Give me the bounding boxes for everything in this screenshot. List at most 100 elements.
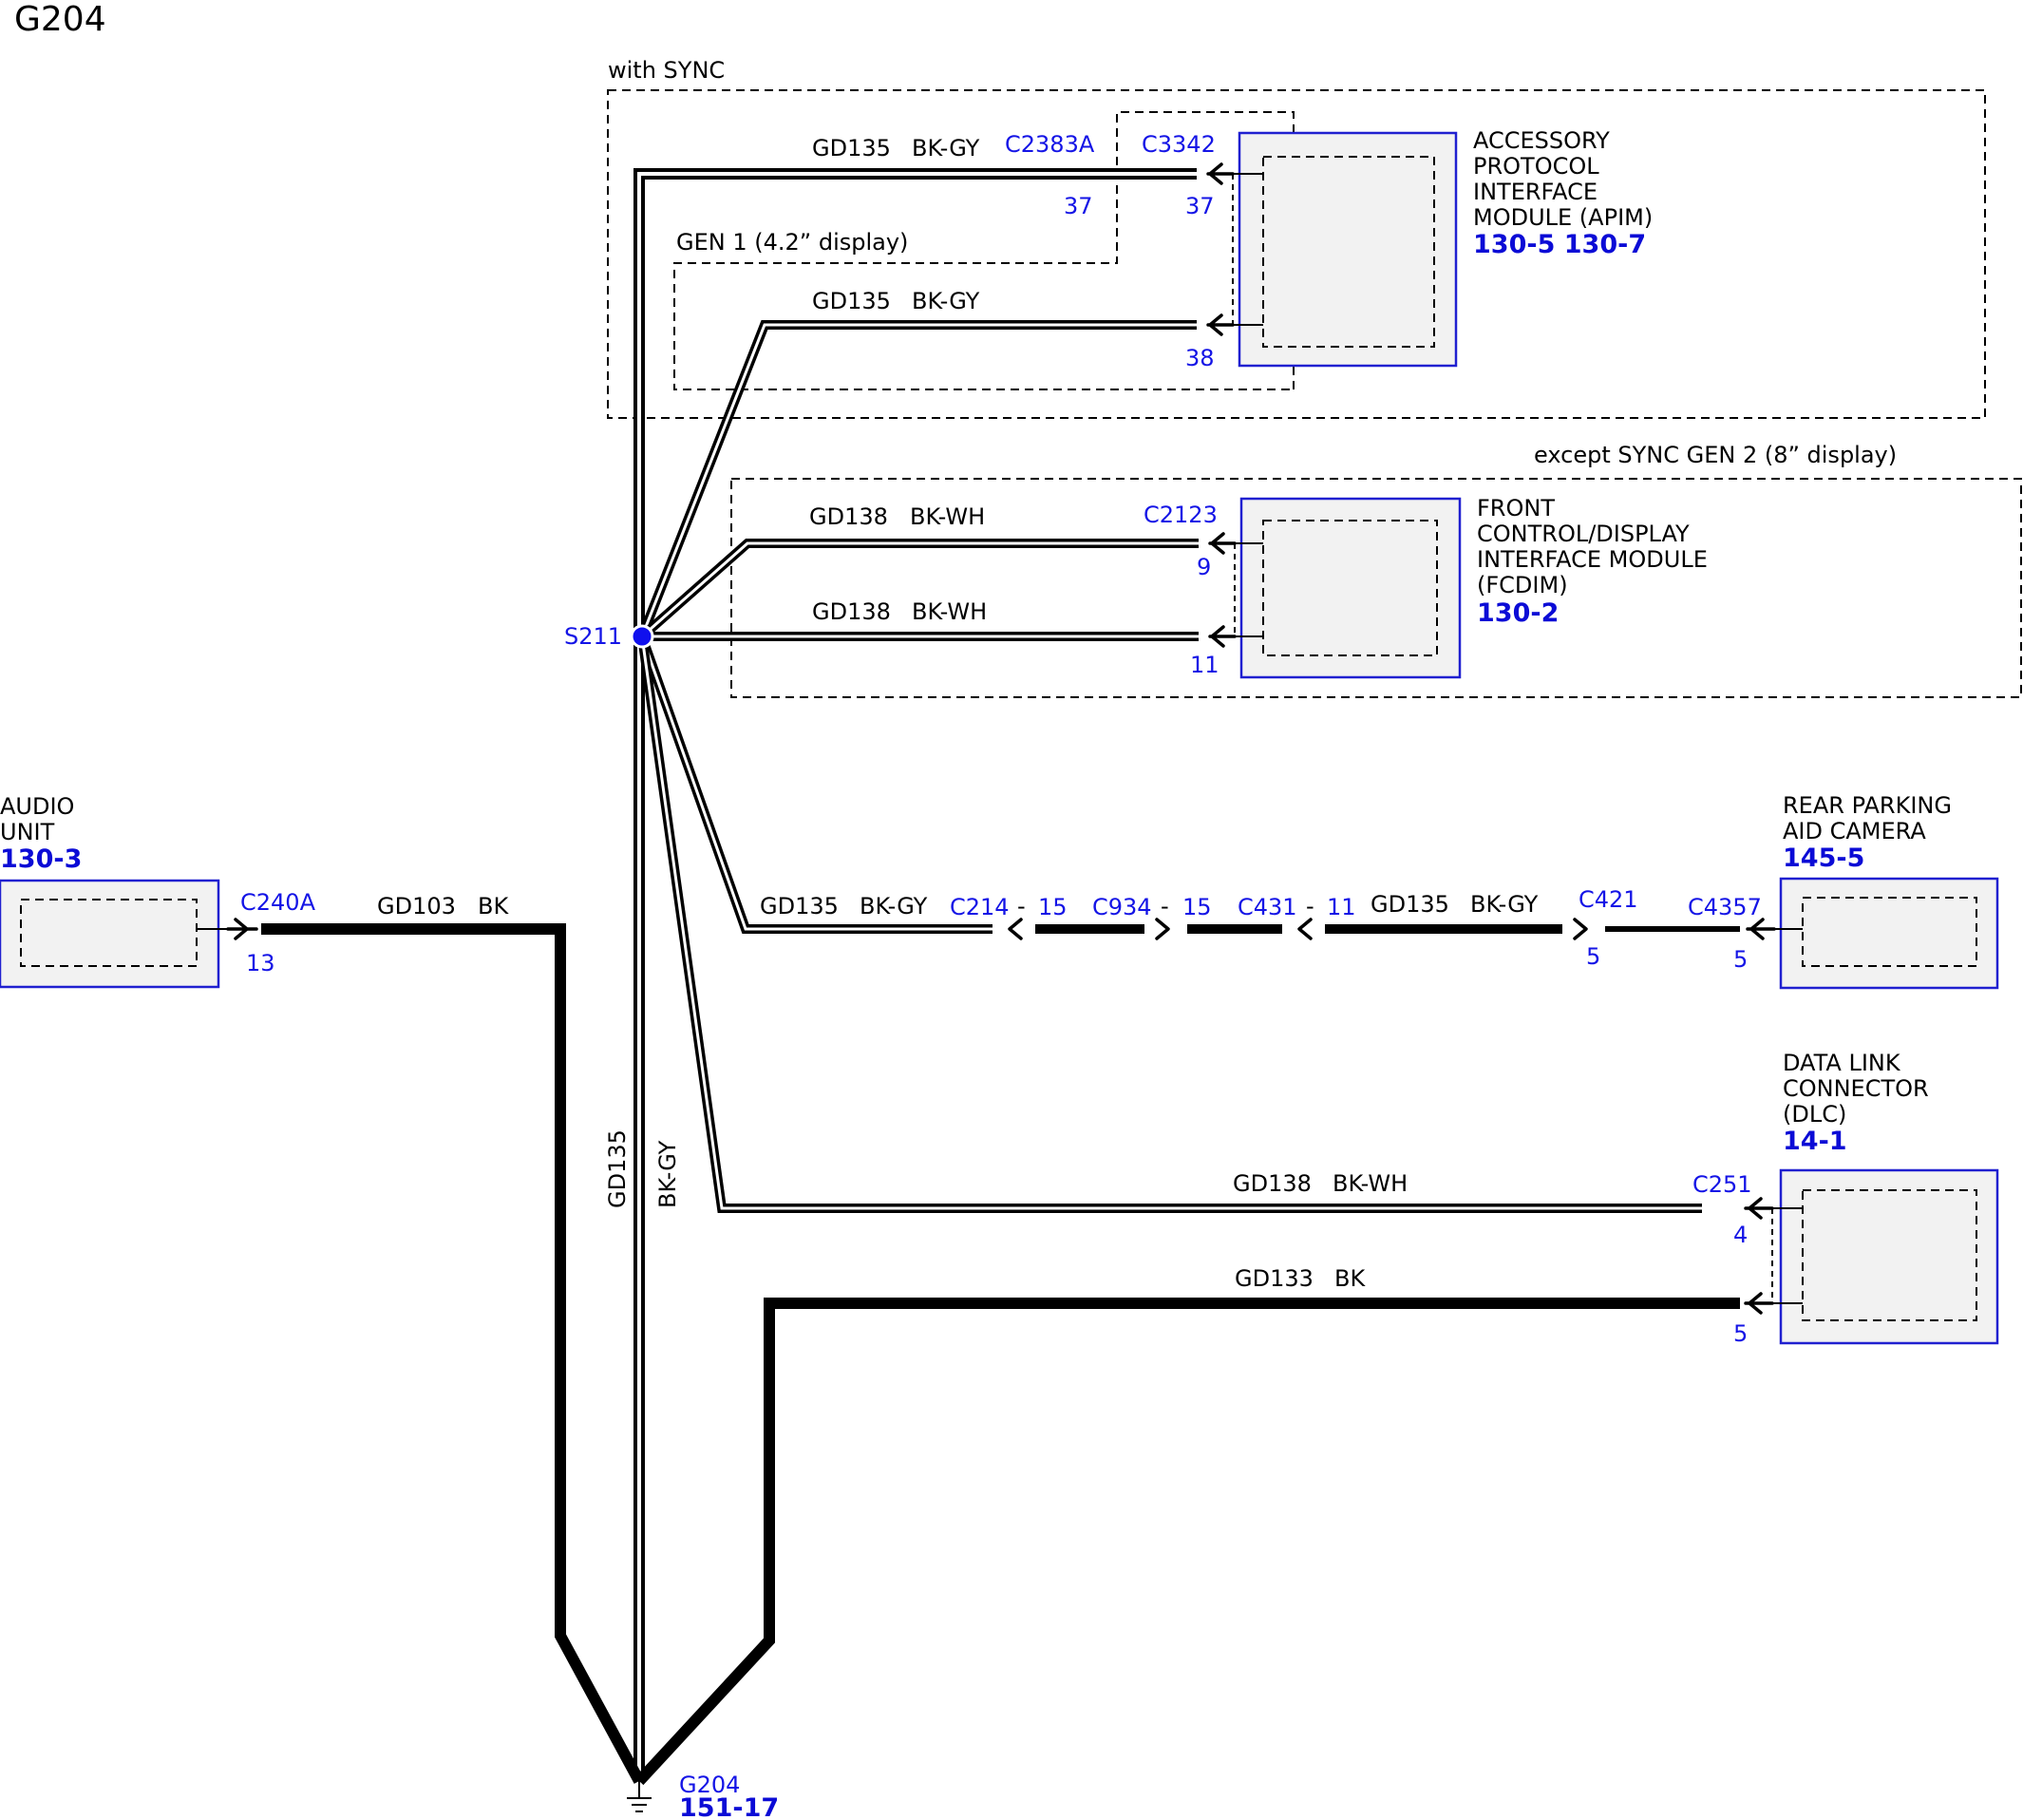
- wire-gd138-dlc-4[interactable]: [637, 635, 1702, 1213]
- wire-gd135-camera-segment[interactable]: [637, 635, 993, 934]
- connector-c2123-pin9-terminal: [1208, 532, 1237, 555]
- fcdim-name-line-3: INTERFACE MODULE: [1477, 546, 1708, 573]
- connector-c2123-label[interactable]: C2123: [1144, 502, 1218, 528]
- rear-camera-module[interactable]: [1774, 877, 1999, 990]
- connector-c934-terminal: [1155, 918, 1170, 940]
- frame-except-sync-gen2: except SYNC GEN 2 (8” display): [730, 442, 2022, 698]
- wire-label-gd133: GD133: [1235, 1265, 1314, 1292]
- frame-c3342: GEN 1 (4.2” display): [673, 111, 1295, 390]
- wire-label-bkwh-b: BK-WH: [912, 598, 987, 625]
- connector-c3342-label[interactable]: C3342: [1142, 131, 1216, 158]
- wire-label-gd135-vertical: GD135: [604, 1129, 631, 1208]
- connector-c3342-pin37-terminal: [1206, 162, 1235, 185]
- connector-c934-label[interactable]: C934: [1092, 894, 1152, 920]
- wire-gd135-apim-37[interactable]: [633, 168, 1197, 1781]
- wire-label-bkgy-d: BK-GY: [1470, 891, 1539, 918]
- wire-gd133-dlc-5[interactable]: [634, 1298, 1740, 1786]
- pin-c2383a-37: 37: [1064, 193, 1093, 219]
- ground-g204-ref[interactable]: 151-17: [679, 1793, 779, 1820]
- connector-c431-label[interactable]: C431: [1238, 894, 1297, 920]
- pin-c214-15: 15: [1038, 894, 1068, 920]
- connector-c240a-label[interactable]: C240A: [240, 889, 316, 916]
- ground-g204-symbol[interactable]: [627, 1781, 652, 1812]
- connector-c251-label[interactable]: C251: [1692, 1171, 1752, 1198]
- connector-c214-terminal: [1008, 918, 1023, 940]
- fcdim-name-line-1: FRONT: [1477, 495, 1555, 521]
- audio-unit-module[interactable]: [0, 879, 228, 989]
- frame-gen1-label: GEN 1 (4.2” display): [676, 229, 908, 256]
- dlc-ref[interactable]: 14-1: [1783, 1127, 1847, 1156]
- connector-c214-label[interactable]: C214: [950, 894, 1010, 920]
- fcdim-name-line-4: (FCDIM): [1477, 572, 1568, 598]
- wire-label-gd138-b: GD138: [812, 598, 891, 625]
- pin-c421-5: 5: [1586, 943, 1600, 970]
- pin-c251-5: 5: [1733, 1320, 1748, 1347]
- pin-c2123-11: 11: [1190, 652, 1219, 678]
- wire-label-gd135-d: GD135: [1371, 891, 1449, 918]
- apim-name-line-2: PROTOCOL: [1473, 153, 1599, 180]
- wire-label-bkgy-c: BK-GY: [860, 893, 928, 919]
- pin-c4357-5: 5: [1733, 946, 1748, 973]
- wire-label-gd103: GD103: [377, 893, 456, 919]
- wire-label-gd135-a: GD135: [812, 135, 891, 161]
- camera-ref[interactable]: 145-5: [1783, 844, 1864, 873]
- connector-c421-terminal: [1573, 918, 1588, 940]
- wire-label-bkwh-c: BK-WH: [1333, 1170, 1408, 1197]
- apim-name-line-1: ACCESSORY: [1473, 127, 1610, 154]
- audio-ref[interactable]: 130-3: [0, 844, 82, 874]
- pin-c3342-37: 37: [1185, 193, 1215, 219]
- connector-c240a-terminal: [226, 918, 258, 940]
- dlc-name-line-1: DATA LINK: [1783, 1050, 1901, 1076]
- fcdim-ref[interactable]: 130-2: [1477, 598, 1559, 628]
- fcdim-name-line-2: CONTROL/DISPLAY: [1477, 521, 1690, 547]
- audio-name-line-2: UNIT: [0, 819, 55, 845]
- wire-label-bkgy-vertical: BK-GY: [654, 1140, 681, 1208]
- inline-dash-3: -: [1306, 893, 1314, 919]
- pin-c251-4: 4: [1733, 1222, 1748, 1248]
- pin-c3342-38: 38: [1185, 345, 1215, 371]
- wire-label-bkgy-b: BK-GY: [912, 288, 980, 314]
- pin-c2123-9: 9: [1197, 554, 1211, 580]
- wire-gd135-apim-38[interactable]: [637, 320, 1197, 638]
- frame-with-sync-label: with SYNC: [608, 57, 725, 84]
- pin-c240a-13: 13: [246, 950, 275, 976]
- fcdim-module[interactable]: [1234, 497, 1462, 679]
- wire-label-gd138-a: GD138: [809, 503, 888, 530]
- connector-c4357-terminal: [1746, 918, 1776, 940]
- apim-module[interactable]: [1232, 131, 1458, 368]
- wire-label-gd135-c: GD135: [760, 893, 839, 919]
- apim-ref[interactable]: 130-5 130-7: [1473, 230, 1646, 259]
- wire-gd138-fcdim-9[interactable]: [638, 539, 1199, 640]
- camera-name-line-2: AID CAMERA: [1783, 818, 1926, 844]
- connector-c3342-pin38-terminal: [1206, 313, 1235, 336]
- frame-with-sync: with SYNC: [607, 57, 1986, 419]
- dlc-module[interactable]: [1771, 1168, 1999, 1345]
- wire-label-bkwh-a: BK-WH: [910, 503, 985, 530]
- connector-c431-terminal: [1297, 918, 1313, 940]
- connector-c2123-pin11-terminal: [1208, 625, 1237, 648]
- connector-c251-pin4-terminal: [1744, 1197, 1774, 1220]
- camera-name-line-1: REAR PARKING: [1783, 792, 1952, 819]
- frame-except-sync-gen2-label: except SYNC GEN 2 (8” display): [1534, 442, 1897, 468]
- apim-name-line-3: INTERFACE: [1473, 179, 1598, 205]
- wire-label-bkgy-a: BK-GY: [912, 135, 980, 161]
- connector-c251-pin5-terminal: [1744, 1292, 1774, 1315]
- wire-label-gd138-c: GD138: [1233, 1170, 1312, 1197]
- wire-label-gd135-b: GD135: [812, 288, 891, 314]
- audio-name-line-1: AUDIO: [0, 793, 74, 820]
- inline-dash-2: -: [1161, 893, 1169, 919]
- wire-gd103-audio[interactable]: [261, 923, 645, 1784]
- connector-c4357-label[interactable]: C4357: [1688, 894, 1762, 920]
- dlc-name-line-3: (DLC): [1783, 1101, 1846, 1128]
- connector-c421-label[interactable]: C421: [1579, 886, 1638, 913]
- connector-c2383a-label[interactable]: C2383A: [1005, 131, 1095, 158]
- inline-dash-1: -: [1017, 893, 1026, 919]
- apim-name-line-4: MODULE (APIM): [1473, 204, 1653, 231]
- splice-s211-node[interactable]: [630, 624, 654, 649]
- splice-s211-label[interactable]: S211: [564, 623, 622, 650]
- ground-g204-label[interactable]: G204: [679, 1772, 740, 1798]
- page-title: G204: [14, 0, 106, 39]
- pin-c431-11: 11: [1327, 894, 1356, 920]
- wire-label-bk-a: BK: [478, 893, 509, 919]
